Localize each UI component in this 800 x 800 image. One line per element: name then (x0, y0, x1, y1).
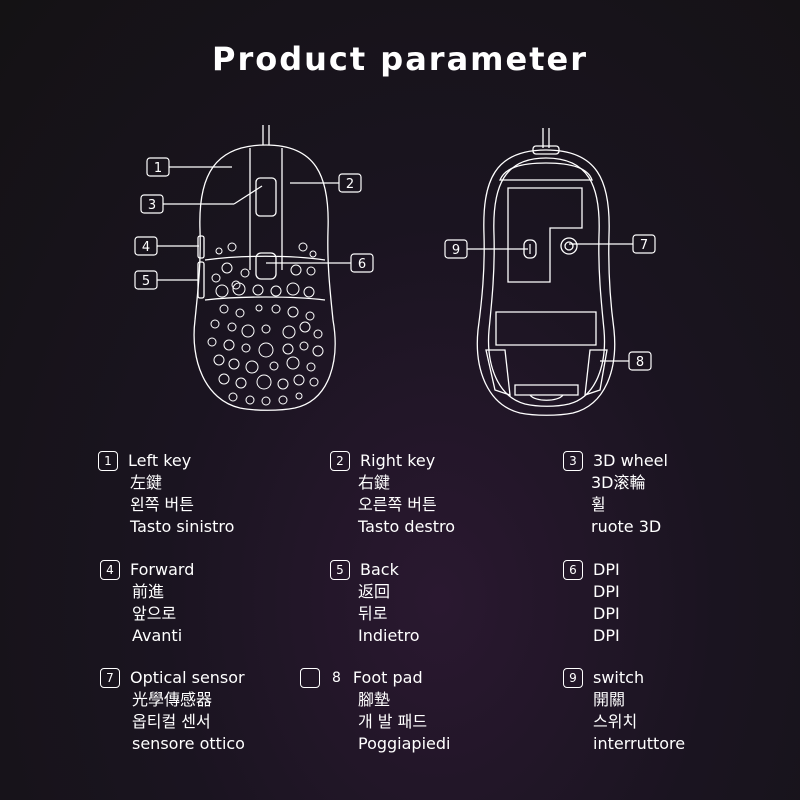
legend-number: 5 (330, 560, 350, 580)
legend-label-zh: 3D滚輪 (591, 473, 646, 492)
legend-number: 8 (332, 670, 341, 686)
legend-label-ko: 개 발 패드 (358, 712, 428, 731)
legend-item-switch: 9 switch 開關 스위치 interruttore (563, 667, 685, 755)
legend-number: 3 (563, 451, 583, 471)
callout-7: 7 (569, 234, 656, 254)
legend-item-back: 5 Back 返回 뒤로 Indietro (330, 559, 420, 647)
callout-4: 4 (134, 236, 199, 256)
legend-label-it: interruttore (593, 734, 686, 753)
legend-label-zh: 返回 (358, 582, 391, 601)
legend-label-en: Back (360, 560, 399, 579)
legend-label-zh: DPI (593, 582, 620, 601)
legend-item-left-key: 1 Left key 左鍵 왼쪽 버튼 Tasto sinistro (98, 450, 234, 538)
dpi-button (255, 252, 277, 280)
callout-8: 8 (600, 351, 652, 371)
callout-1: 1 (146, 157, 232, 177)
legend-label-en: Left key (128, 451, 192, 470)
legend-label-en: Optical sensor (130, 668, 245, 687)
shell-divider (204, 255, 326, 261)
callout-5-label: 5 (142, 274, 150, 289)
cable-top (262, 125, 270, 145)
legend-label-it: Tasto destro (358, 517, 456, 536)
honeycomb-holes (207, 242, 324, 406)
legend-number: 4 (100, 560, 120, 580)
legend-number: 2 (330, 451, 350, 471)
legend-label-ko: 스위치 (593, 712, 638, 731)
cable-bottom (542, 128, 550, 148)
callout-3: 3 (140, 185, 263, 214)
legend-label-en: 3D wheel (593, 451, 668, 470)
foot-pad-top (499, 162, 593, 181)
callout-7-label: 7 (640, 238, 648, 253)
legend-label-zh: 左鍵 (130, 473, 163, 492)
callout-6: 6 (266, 253, 374, 273)
legend-label-it: sensore ottico (132, 734, 245, 753)
mouse-diagram: 1 2 3 4 5 6 9 7 8 (0, 0, 800, 440)
legend-label-ko: 앞으로 (132, 604, 177, 623)
legend-label-it: Tasto sinistro (130, 517, 235, 536)
legend-number: 9 (563, 668, 583, 688)
callout-8-label: 8 (636, 355, 644, 370)
legend-label-it: Avanti (132, 626, 183, 645)
legend-label-zh: 光學傳感器 (132, 690, 213, 709)
callout-5: 5 (134, 270, 199, 290)
legend-number-box (300, 668, 320, 688)
page-title: Product parameter (211, 40, 588, 78)
callout-6-label: 6 (358, 257, 366, 272)
legend-label-it: Poggiapiedi (358, 734, 451, 753)
legend-item-forward: 4 Forward 前進 앞으로 Avanti (100, 559, 194, 647)
callout-3-label: 3 (148, 198, 156, 213)
legend-label-ko: 오른쪽 버튼 (358, 495, 437, 514)
callout-9-label: 9 (452, 243, 460, 258)
side-button-forward (197, 235, 205, 259)
legend-item-optical-sensor: 7 Optical sensor 光學傳感器 옵티컬 센서 sensore ott… (100, 667, 245, 755)
legend-label-en: Foot pad (352, 668, 423, 687)
optical-sensor (560, 237, 578, 255)
scroll-wheel (255, 177, 277, 217)
callout-1-label: 1 (154, 161, 162, 176)
callout-4-label: 4 (142, 240, 150, 255)
scroll-channel (249, 148, 283, 270)
legend-label-zh: 右鍵 (358, 473, 391, 492)
legend-label-ko: DPI (593, 604, 620, 623)
legend-label-en: Forward (130, 560, 195, 579)
legend-label-zh: 腳墊 (358, 690, 391, 709)
legend-label-it: DPI (593, 626, 620, 645)
callout-2-label: 2 (346, 177, 354, 192)
legend-item-right-key: 2 Right key 右鍵 오른쪽 버튼 Tasto destro (330, 450, 455, 538)
sensor-plate (507, 187, 583, 283)
legend-label-ko: 뒤로 (358, 604, 388, 623)
legend-number: 6 (563, 560, 583, 580)
legend-item-foot-pad: 8 Foot pad 腳墊 개 발 패드 Poggiapiedi (300, 667, 450, 755)
callout-9: 9 (444, 239, 528, 259)
foot-pad-bottom (495, 311, 597, 346)
mouse-bottom-outline (476, 149, 616, 416)
legend-number: 7 (100, 668, 120, 688)
callout-2: 2 (290, 173, 362, 193)
legend-number: 1 (98, 451, 118, 471)
legend-label-ko: 휠 (591, 495, 606, 514)
legend-label-it: Indietro (358, 626, 420, 645)
legend-label-ko: 왼쪽 버튼 (130, 495, 194, 514)
legend-label-en: DPI (593, 560, 620, 579)
mouse-top-view (193, 125, 336, 411)
legend-label-en: Right key (360, 451, 436, 470)
legend-item-3d-wheel: 3 3D wheel 3D滚輪 휠 ruote 3D (563, 450, 668, 538)
legend-label-it: ruote 3D (591, 517, 662, 536)
mouse-top-outline (193, 144, 336, 411)
legend-label-zh: 前進 (132, 582, 165, 601)
legend-label-zh: 開關 (593, 690, 626, 709)
legend-label-ko: 옵티컬 센서 (132, 712, 211, 731)
legend-label-en: switch (593, 668, 645, 687)
mouse-bottom-view (476, 128, 616, 416)
